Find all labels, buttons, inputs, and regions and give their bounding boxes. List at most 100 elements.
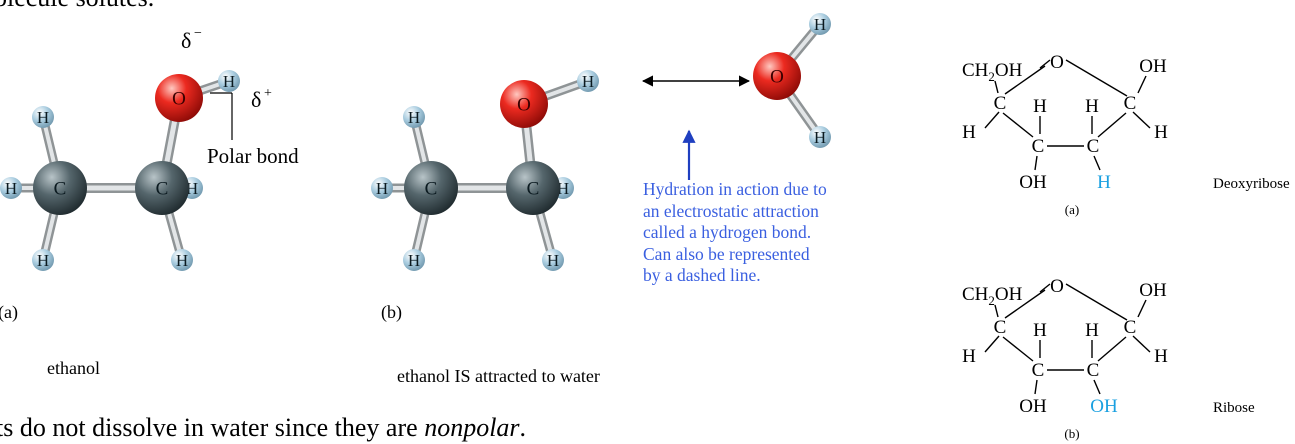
carbon-atom-sphere	[33, 161, 87, 215]
sugar-name: Ribose	[1213, 400, 1255, 416]
oxygen-atom-sphere	[155, 74, 203, 122]
c2-special-label: H	[1097, 172, 1111, 193]
oxygen-atom: O	[155, 74, 203, 122]
oxygen-atom-sphere	[500, 80, 548, 128]
ring-bond	[1093, 379, 1101, 395]
ring-bond	[1097, 112, 1127, 138]
ring-oxygen: O	[1050, 276, 1064, 297]
ring-bond	[1097, 336, 1127, 362]
figure-b-caption: ethanol IS attracted to water	[397, 366, 600, 386]
ring-oxygen: O	[1050, 52, 1064, 73]
hydrogen-atom-symbol: H	[37, 251, 49, 270]
carbon-atom-symbol: C	[156, 179, 169, 200]
carbon-atom-symbol: C	[527, 179, 540, 200]
ch2oh-label: CH2OH	[962, 60, 1023, 84]
hydrogen-atom: H	[32, 106, 54, 128]
c3-label: C	[1032, 136, 1045, 157]
ch2oh-rest: OH	[995, 284, 1023, 305]
ring-bond	[1002, 336, 1034, 362]
c4-h-label: H	[962, 346, 976, 367]
c2-label: C	[1087, 136, 1100, 157]
delta-minus-label: δ	[181, 28, 191, 53]
carbon-atom: C	[135, 161, 189, 215]
carbon-atom-symbol: C	[54, 179, 67, 200]
c3-oh-label: OH	[1019, 396, 1047, 417]
c1-label: C	[1124, 317, 1137, 338]
ring-bond	[984, 335, 1000, 353]
c3-h-label: H	[1033, 96, 1047, 117]
c2-label: C	[1087, 360, 1100, 381]
ch2oh-subscript: 2	[988, 69, 995, 84]
hydrogen-atom-sphere	[403, 106, 425, 128]
hydrogen-atom: H	[403, 106, 425, 128]
hydrogen-atom-sphere	[809, 126, 831, 148]
top-text-fragment: olecule solutes.	[0, 0, 154, 13]
hydrogen-atom-sphere	[577, 70, 599, 92]
ring-bond	[1039, 283, 1051, 293]
ring-bond	[1004, 65, 1046, 95]
oxygen-atom-symbol: O	[172, 89, 186, 110]
ring-bond	[1093, 155, 1101, 171]
hydrogen-atom-symbol: H	[176, 251, 188, 270]
bottom-text-end: .	[519, 413, 527, 442]
oxygen-atom: O	[500, 80, 548, 128]
hydrogen-atom-sphere	[32, 249, 54, 271]
carbon-atom-symbol: C	[425, 179, 438, 200]
ring-bond	[1034, 379, 1038, 395]
c3-label: C	[1032, 360, 1045, 381]
hydrogen-atom-symbol: H	[582, 72, 594, 91]
hydrogen-atom-symbol: H	[547, 251, 559, 270]
ring-bond	[1039, 59, 1051, 69]
hydrogen-atom-sphere	[171, 249, 193, 271]
c2-special-label: OH	[1090, 396, 1118, 417]
figure-a-label: (a)	[0, 302, 18, 323]
bottom-text-italic: nonpolar	[424, 413, 520, 442]
hydrogen-atom-sphere	[0, 177, 22, 199]
c2-h-label: H	[1085, 320, 1099, 341]
ring-bond	[1004, 289, 1046, 319]
sugar-sublabel: (b)	[1064, 426, 1079, 441]
hydrogen-atom-symbol: H	[223, 72, 235, 91]
c2-h-label: H	[1085, 96, 1099, 117]
carbon-atom-sphere	[506, 161, 560, 215]
note-line: by a dashed line.	[643, 265, 761, 285]
hydrogen-atom: H	[809, 13, 831, 35]
c1-label: C	[1124, 93, 1137, 114]
carbon-atom: C	[506, 161, 560, 215]
oxygen-atom-symbol: O	[517, 95, 531, 116]
carbon-atom: C	[404, 161, 458, 215]
carbon-atom-sphere	[135, 161, 189, 215]
ring-bond	[1002, 112, 1034, 138]
figure-a-caption: ethanol	[47, 358, 100, 378]
hydrogen-atom-symbol: H	[186, 179, 198, 198]
delta-plus-sign: +	[264, 86, 272, 101]
ring-bond	[1137, 299, 1147, 318]
ring-bond	[994, 80, 999, 94]
carbon-atom-sphere	[404, 161, 458, 215]
note-line: an electrostatic attraction	[643, 200, 819, 221]
bottom-text-fragment: ts do not dissolve in water since they a…	[0, 413, 526, 443]
polar-bond-label: Polar bond	[207, 144, 299, 168]
ch2oh-label: CH2OH	[962, 284, 1023, 308]
hydrogen-atom: H	[218, 70, 240, 92]
hydrogen-atom: H	[577, 70, 599, 92]
ring-bond	[984, 111, 1000, 129]
c1-h-label: H	[1154, 346, 1168, 367]
figure-b-label: (b)	[381, 302, 402, 323]
hydrogen-atom: H	[171, 249, 193, 271]
c4-label: C	[994, 93, 1007, 114]
ring-bond	[1132, 111, 1151, 129]
carbon-atom: C	[33, 161, 87, 215]
c3-h-label: H	[1033, 320, 1047, 341]
ring-bond	[1034, 155, 1038, 171]
hydrogen-atom: H	[0, 177, 22, 199]
hydrogen-atom-sphere	[809, 13, 831, 35]
c1-oh-label: OH	[1139, 56, 1167, 77]
note-line: called a hydrogen bond.	[643, 222, 812, 242]
sugar-name: Deoxyribose	[1213, 176, 1290, 192]
oxygen-atom-sphere	[753, 52, 801, 100]
hydrogen-atom-symbol: H	[814, 128, 826, 147]
hydrogen-atom-symbol: H	[37, 108, 49, 127]
